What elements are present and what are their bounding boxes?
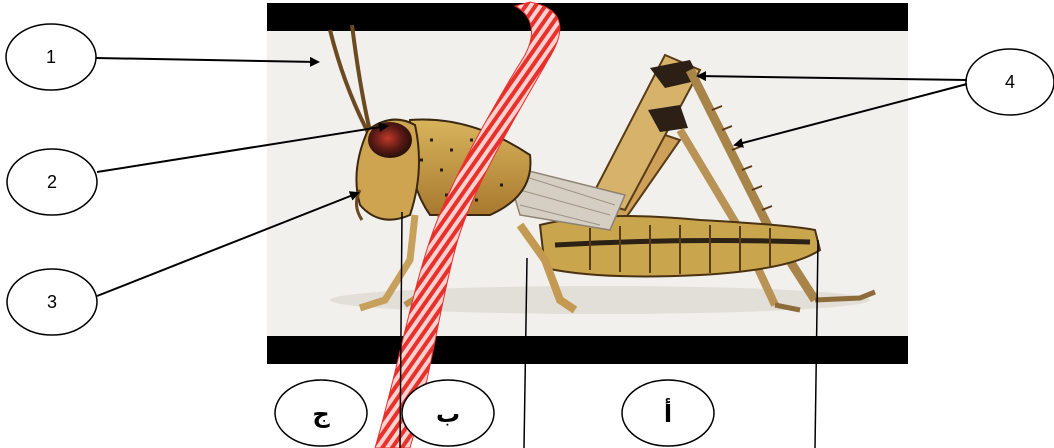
- abdomen-segments: [589, 225, 771, 274]
- front-leg: [358, 214, 419, 312]
- middle-leg: [516, 222, 578, 314]
- pointer-arrow: [95, 56, 320, 67]
- grasshopper-photo: [267, 3, 908, 364]
- hind-foot: [814, 289, 876, 303]
- callout-4: 4: [696, 48, 1054, 148]
- callout-number: 4: [1005, 72, 1015, 92]
- tibia-spines: [711, 105, 773, 211]
- region-divider-line: [399, 211, 403, 448]
- hind-femur-dark-band: [650, 60, 700, 88]
- red-watermark-stroke: [374, 1, 561, 448]
- callout-1: 1: [5, 23, 320, 91]
- part-letter: أ: [664, 398, 672, 428]
- number-circle: [5, 23, 97, 91]
- hind-foot: [774, 302, 801, 313]
- letter-circle: [401, 379, 495, 447]
- letter-circle: [621, 379, 715, 447]
- number-circle: [6, 148, 98, 216]
- part-letter: ج: [312, 400, 330, 428]
- callout-number: 2: [47, 172, 57, 192]
- callout-number: 3: [47, 292, 57, 312]
- part-label-alif: أ: [621, 379, 715, 447]
- part-label-baa: ب: [401, 379, 495, 447]
- abdomen-stripe: [554, 238, 811, 248]
- wing-veins: [519, 174, 616, 226]
- pointer-arrow: [733, 83, 968, 148]
- callout-3: 3: [6, 191, 360, 336]
- photo-bottom-bar: [267, 336, 908, 364]
- number-circle: [965, 48, 1054, 116]
- photo-top-bar: [267, 3, 908, 31]
- part-label-jeem: ج: [274, 379, 368, 447]
- pointer-arrow: [96, 122, 389, 173]
- region-divider-line: [814, 239, 819, 448]
- region-divider-line: [523, 257, 528, 448]
- pointer-arrow: [96, 191, 360, 297]
- callout-2: 2: [6, 122, 389, 216]
- part-letter: ب: [436, 400, 460, 428]
- pointer-arrow: [696, 71, 968, 82]
- hind-femur-dark-band: [648, 105, 688, 132]
- number-circle: [6, 268, 98, 336]
- ground-shadow: [330, 286, 870, 314]
- letter-circle: [274, 379, 368, 447]
- callout-number: 1: [46, 47, 56, 67]
